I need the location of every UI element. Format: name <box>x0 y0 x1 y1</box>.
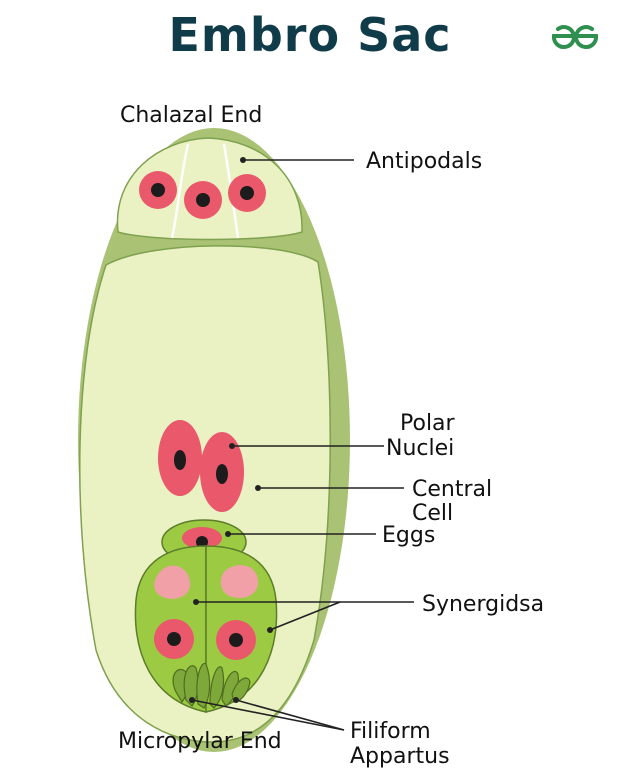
leader-lines <box>191 159 414 731</box>
polar-nucleus <box>200 432 244 512</box>
label-synergids: Synergidsa <box>422 592 544 617</box>
label-nuclei: Nuclei <box>386 436 454 461</box>
synergid-nucleus <box>216 620 256 660</box>
geeksforgeeks-logo-icon <box>551 25 599 49</box>
label-antipodals: Antipodals <box>366 149 482 174</box>
antipodal-divider <box>170 143 190 239</box>
synergid-nucleus <box>154 619 194 659</box>
label-chalazal-end: Chalazal End <box>120 103 262 128</box>
vacuole <box>154 565 191 599</box>
label-cell: Cell <box>412 501 453 526</box>
page-title: Embro Sac <box>168 8 452 62</box>
label-central: Central <box>412 477 492 502</box>
label-polar: Polar <box>400 411 456 436</box>
label-appartus: Appartus <box>350 744 450 769</box>
label-micropylar-end: Micropylar End <box>118 729 282 754</box>
polar-nucleus <box>158 420 202 496</box>
antipodal-nucleus <box>184 181 222 219</box>
antipodal-nucleus <box>139 171 177 209</box>
filiform-apparatus <box>172 662 251 709</box>
vacuole <box>220 565 258 598</box>
label-filiform: Filiform <box>350 719 431 744</box>
antipodal-nucleus <box>228 174 266 212</box>
label-eggs: Eggs <box>382 523 435 548</box>
